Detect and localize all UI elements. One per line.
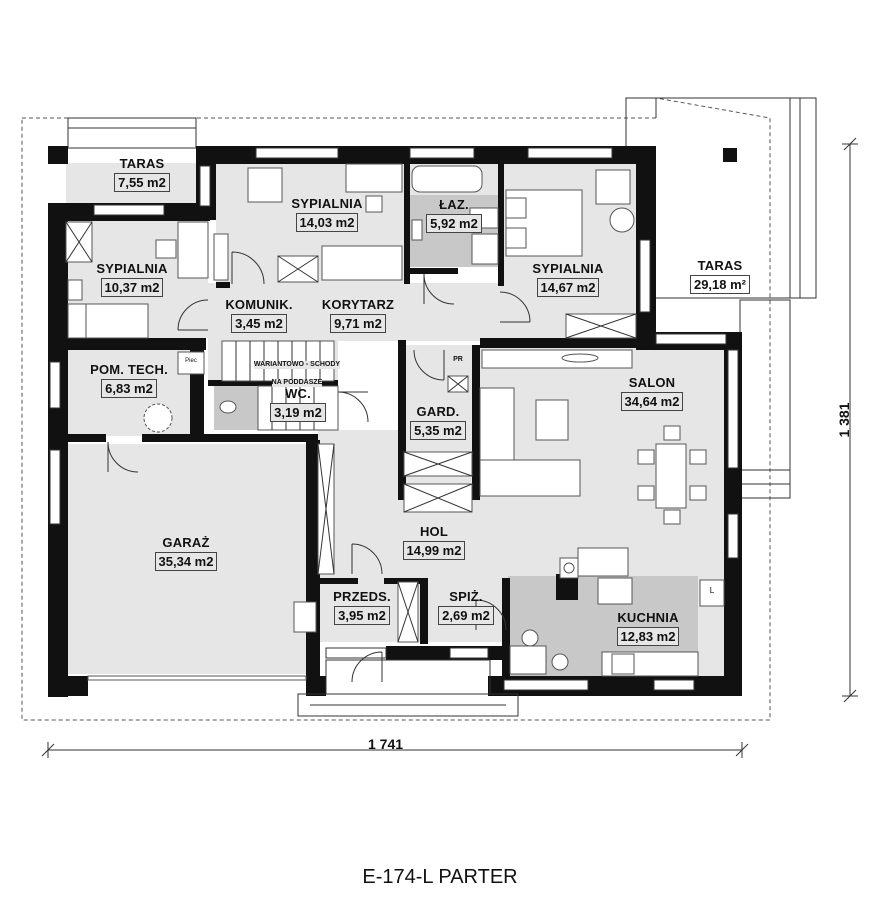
label-wc: WC. 3,19 m2 — [254, 386, 342, 422]
bathroom-fixtures — [219, 165, 499, 414]
bedroom-3-furniture — [65, 221, 209, 339]
room-area: 5,35 m2 — [410, 421, 466, 440]
dimension-height: 1 381 — [836, 402, 852, 438]
stairs-note-1: WARIANTOWO - SCHODY — [253, 361, 341, 369]
room-name: POM. TECH. — [90, 362, 168, 377]
windows — [49, 147, 739, 691]
bedroom-2-furniture — [505, 169, 637, 339]
dimension-lines — [41, 137, 858, 758]
label-przeds: PRZEDS. 3,95 m2 — [322, 589, 402, 625]
label-komunik: KOMUNIK. 3,45 m2 — [214, 297, 304, 333]
room-area: 12,83 m2 — [616, 627, 680, 646]
room-name: SYPIALNIA — [96, 261, 168, 276]
room-name: SYPIALNIA — [532, 261, 604, 276]
label-sypialnia-2: SYPIALNIA 14,67 m2 — [516, 261, 620, 297]
label-pom-tech: POM. TECH. 6,83 m2 — [74, 362, 184, 398]
label-kuchnia: KUCHNIA 12,83 m2 — [596, 610, 700, 646]
room-name: SPIŻ. — [449, 589, 483, 604]
room-area: 3,45 m2 — [231, 314, 287, 333]
room-name: KUCHNIA — [617, 610, 679, 625]
room-name: SYPIALNIA — [291, 196, 363, 211]
room-area: 9,71 m2 — [330, 314, 386, 333]
room-name: GARD. — [416, 404, 460, 419]
room-name: TARAS — [119, 156, 165, 171]
garage-door — [87, 675, 307, 681]
entrance-steps — [297, 693, 519, 717]
wardrobes — [293, 375, 473, 643]
label-piec: Piec — [185, 358, 197, 364]
room-area: 14,03 m2 — [295, 213, 359, 232]
label-sypialnia-1: SYPIALNIA 14,03 m2 — [272, 196, 382, 232]
label-gard: GARD. 5,35 m2 — [400, 404, 476, 440]
room-area: 7,55 m2 — [114, 173, 170, 192]
label-garaz: GARAŻ 35,34 m2 — [134, 535, 238, 571]
room-area: 14,67 m2 — [536, 278, 600, 297]
room-name: GARAŻ — [162, 535, 210, 550]
room-area: 35,34 m2 — [154, 552, 218, 571]
small-terrace-steps — [67, 117, 197, 149]
bedroom-1-furniture — [213, 163, 403, 283]
room-name: PRZEDS. — [333, 589, 391, 604]
room-area: 34,64 m2 — [620, 392, 684, 411]
stairs-note-2: NA PODDASZE — [271, 379, 323, 387]
room-area: 14,99 m2 — [402, 541, 466, 560]
room-area: 29,18 m² — [689, 275, 751, 294]
room-name: ŁAZ. — [439, 197, 469, 212]
label-sypialnia-3: SYPIALNIA 10,37 m2 — [80, 261, 184, 297]
doors — [107, 251, 531, 683]
label-lazienka: ŁAZ. 5,92 m2 — [414, 197, 494, 233]
label-pr: PR — [453, 356, 463, 363]
plan-title: E-174-L PARTER — [362, 866, 518, 888]
terrace-steps — [739, 299, 791, 499]
room-area: 2,69 m2 — [438, 606, 494, 625]
room-area: 6,83 m2 — [101, 379, 157, 398]
label-taras-small: TARAS 7,55 m2 — [100, 156, 184, 192]
label-taras-big: TARAS 29,18 m² — [670, 258, 770, 294]
label-korytarz: KORYTARZ 9,71 m2 — [312, 297, 404, 333]
entrance-porch — [325, 659, 491, 695]
room-area: 3,19 m2 — [270, 403, 326, 422]
label-hol: HOL 14,99 m2 — [384, 524, 484, 560]
room-area: 10,37 m2 — [100, 278, 164, 297]
room-name: HOL — [419, 524, 449, 539]
room-name: SALON — [628, 375, 676, 390]
label-spiz: SPIŻ. 2,69 m2 — [428, 589, 504, 625]
room-area: 3,95 m2 — [334, 606, 390, 625]
label-salon: SALON 34,64 m2 — [602, 375, 702, 411]
kitchen-units — [509, 547, 725, 677]
room-area: 5,92 m2 — [426, 214, 482, 233]
room-name: KORYTARZ — [321, 297, 395, 312]
tech-room-equipment — [143, 351, 205, 433]
room-name: WC. — [285, 386, 311, 401]
room-name: KOMUNIK. — [225, 297, 293, 312]
dimension-width: 1 741 — [368, 736, 404, 752]
label-l: L — [709, 586, 715, 595]
label-stairs: WARIANTOWO - SCHODY NA PODDASZE — [232, 353, 362, 389]
room-name: TARAS — [697, 258, 743, 273]
salon-furniture — [479, 349, 707, 525]
